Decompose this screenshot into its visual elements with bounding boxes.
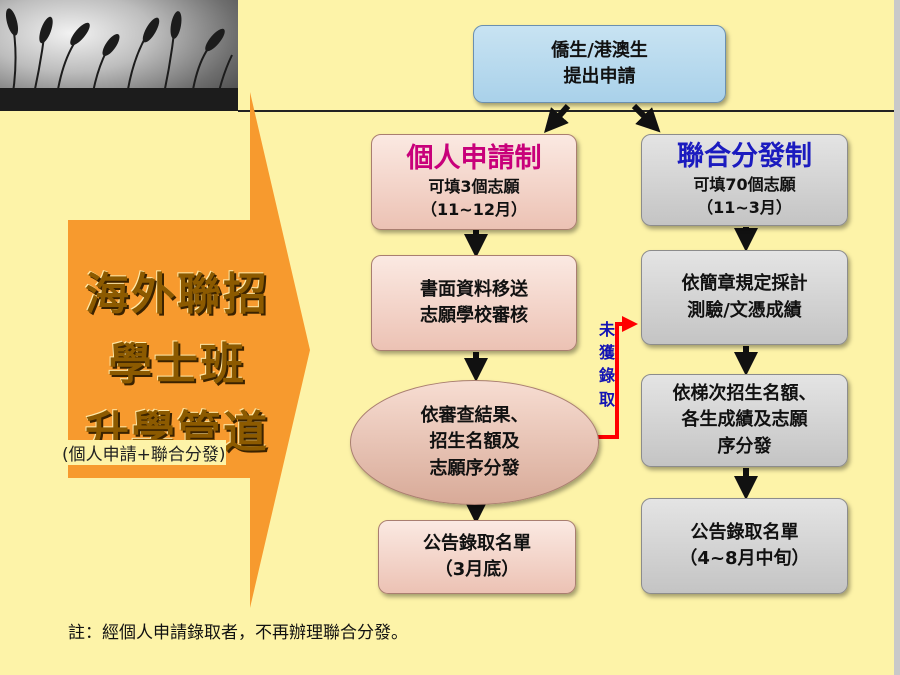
header-divider bbox=[238, 110, 900, 112]
review-result-ellipse: 依審查結果、 招生名額及 志願序分發 bbox=[350, 380, 599, 505]
applicant-box: 僑生/港澳生 提出申請 bbox=[473, 25, 726, 103]
arrow-top-to-left bbox=[544, 104, 571, 133]
batch-distribution-box: 依梯次招生名額、 各生成績及志願 序分發 bbox=[641, 374, 848, 467]
score-adoption-line-2: 測驗/文憑成績 bbox=[687, 299, 802, 321]
individual-choices-note: 可填3個志願 bbox=[428, 177, 520, 196]
footnote: 註：經個人申請錄取者，不再辦理聯合分發。 bbox=[68, 623, 408, 643]
title-line-1: 海外聯招 bbox=[85, 269, 269, 320]
joint-distribution-title: 聯合分發制 bbox=[677, 140, 812, 172]
review-result-line-2: 招生名額及 bbox=[429, 431, 520, 453]
arrow-top-to-right bbox=[631, 103, 661, 133]
individual-application-title: 個人申請制 bbox=[406, 142, 542, 174]
right-announcement-line-2: （4~8月中旬） bbox=[679, 548, 810, 569]
score-adoption-box: 依簡章規定採計 測驗/文憑成績 bbox=[641, 250, 848, 345]
review-result-line-1: 依審查結果、 bbox=[420, 405, 529, 427]
document-review-line-1: 書面資料移送 bbox=[420, 278, 528, 300]
applicant-line-2: 提出申請 bbox=[563, 66, 636, 87]
batch-distribution-line-2: 各生成績及志願 bbox=[681, 409, 808, 431]
batch-distribution-line-1: 依梯次招生名額、 bbox=[672, 383, 817, 405]
individual-application-box: 個人申請制 可填3個志願 （11~12月） bbox=[371, 134, 577, 230]
left-announcement-line-1: 公告錄取名單 bbox=[423, 532, 531, 554]
joint-distribution-box: 聯合分發制 可填70個志願 （11~3月） bbox=[641, 134, 848, 226]
joint-period: （11~3月） bbox=[697, 198, 792, 218]
right-announcement-line-1: 公告錄取名單 bbox=[690, 521, 799, 543]
title-subtitle: (個人申請+聯合分發) bbox=[62, 440, 226, 465]
right-announcement-box: 公告錄取名單 （4~8月中旬） bbox=[641, 498, 848, 594]
document-review-box: 書面資料移送 志願學校審核 bbox=[371, 255, 577, 351]
applicant-line-1: 僑生/港澳生 bbox=[551, 39, 648, 61]
batch-distribution-line-3: 序分發 bbox=[717, 435, 772, 457]
not-admitted-connector bbox=[597, 316, 638, 439]
joint-choices-note: 可填70個志願 bbox=[693, 175, 796, 194]
score-adoption-line-1: 依簡章規定採計 bbox=[681, 273, 808, 295]
not-admitted-label: 未獲錄取 bbox=[598, 320, 615, 409]
title-line-2: 學士班 bbox=[108, 339, 246, 390]
individual-period: （11~12月） bbox=[421, 200, 527, 220]
document-review-line-2: 志願學校審核 bbox=[420, 305, 528, 326]
review-result-line-3: 志願序分發 bbox=[429, 457, 520, 479]
left-announcement-box: 公告錄取名單 （3月底） bbox=[378, 520, 576, 594]
left-announcement-line-2: （3月底） bbox=[434, 559, 520, 580]
right-edge-bar bbox=[894, 0, 900, 675]
